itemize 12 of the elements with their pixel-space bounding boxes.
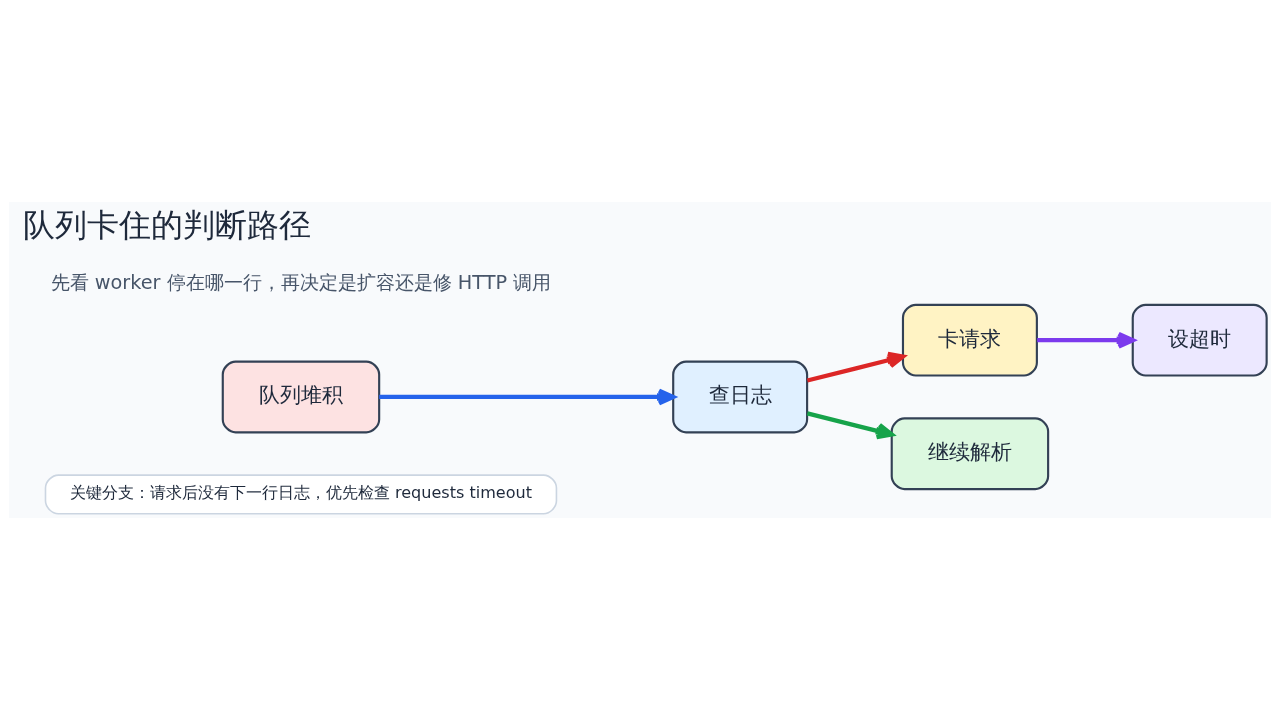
- diagram-title: 队列卡住的判断路径: [23, 206, 312, 245]
- node-box: 查日志: [672, 360, 809, 434]
- arrow: [806, 351, 906, 383]
- node-box: 关键分支：请求后没有下一行日志，优先检查 requests timeout: [44, 474, 558, 515]
- arrow: [1037, 331, 1135, 349]
- node-box: 继续解析: [890, 417, 1050, 491]
- node-box: 卡请求: [901, 303, 1038, 377]
- node-box: 队列堆积: [221, 360, 381, 434]
- node-box: 设超时: [1131, 303, 1268, 377]
- arrow: [379, 388, 676, 406]
- label: 先看 worker 停在哪一行，再决定是扩容还是修 HTTP 调用: [50, 271, 552, 295]
- arrow: [806, 411, 894, 440]
